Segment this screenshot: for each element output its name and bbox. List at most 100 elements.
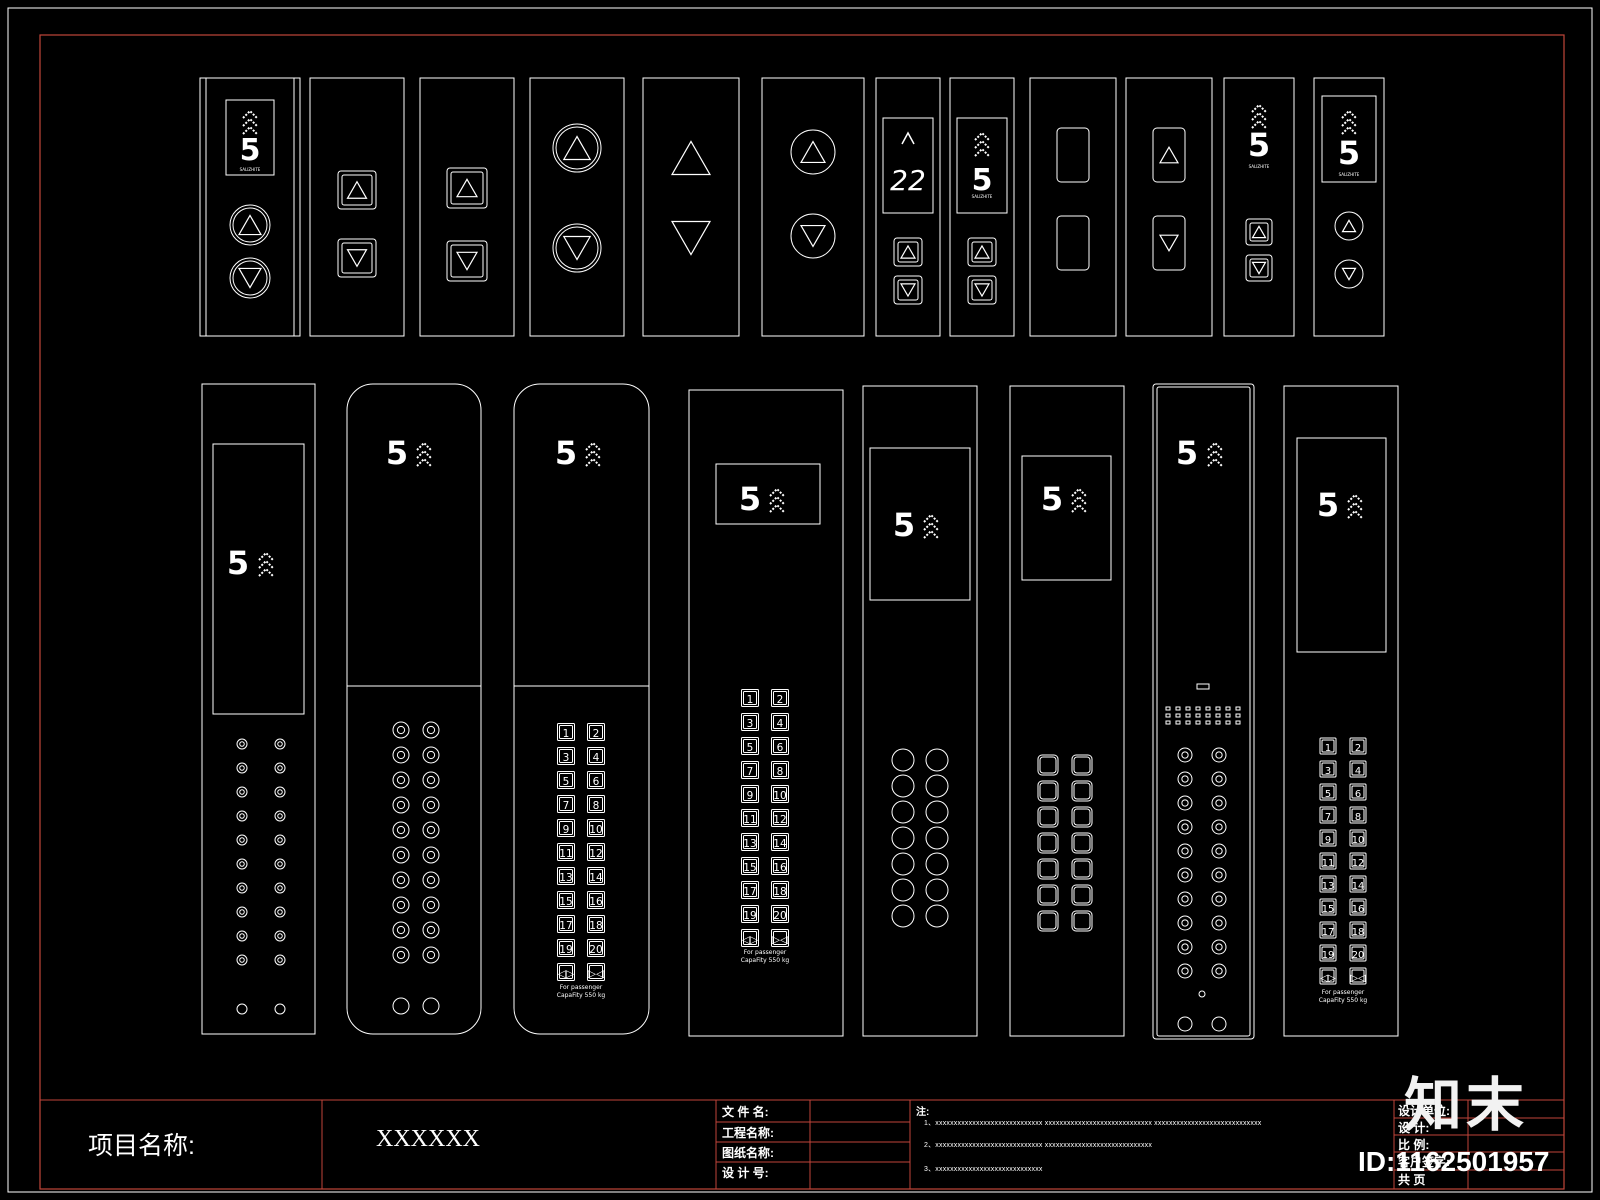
call-button-inner: [971, 279, 993, 301]
car-operating-panel: 5: [1009, 385, 1125, 1037]
chevron-up-icon: [1207, 441, 1223, 467]
keypad-button-inner: [1321, 900, 1335, 914]
keypad-label: ◁▷: [741, 934, 759, 946]
floor-button-center: [239, 909, 245, 915]
keypad-button-inner: [1351, 762, 1365, 776]
indicator-led: [1225, 706, 1231, 711]
door-button: [422, 997, 440, 1015]
call-button-square: [337, 170, 377, 210]
chevron-segment: [974, 147, 990, 157]
keypad-button: [587, 819, 605, 837]
floor-button: [236, 906, 248, 918]
chevron-segment: [416, 441, 432, 451]
up-arrow-icon: [1158, 145, 1180, 164]
indicator-led: [1195, 720, 1201, 725]
floor-button-center: [1215, 895, 1223, 903]
keypad-button-inner: [1321, 739, 1335, 753]
floor-button: [1177, 891, 1193, 907]
keypad-button-inner: [1321, 762, 1335, 776]
keypad-label: 19: [559, 944, 572, 956]
floor-button-inner: [1073, 834, 1091, 852]
floor-button: [236, 834, 248, 846]
chevron-segment: [769, 503, 785, 513]
keypad-button: [557, 843, 575, 861]
floor-button: [1037, 858, 1059, 880]
keypad-button-inner: [1351, 785, 1365, 799]
panel-outline: [761, 77, 865, 337]
keypad-button: [587, 939, 605, 957]
keypad-button: [1349, 829, 1367, 847]
hall-call-panel: [761, 77, 865, 337]
keypad-button-inner: [1321, 969, 1335, 983]
keypad-label: 10: [589, 824, 602, 836]
keypad-button: [557, 915, 575, 933]
panel-outline: [1313, 77, 1385, 337]
floor-button: [236, 762, 248, 774]
floor-button: [392, 721, 410, 739]
floor-button: [392, 796, 410, 814]
floor-button: [925, 826, 949, 850]
keypad-button-inner: [773, 811, 787, 825]
down-arrow-icon: [1251, 261, 1267, 275]
keypad-label: 13: [743, 838, 756, 850]
keypad-label: 16: [589, 896, 603, 908]
down-arrow-icon: [1158, 234, 1180, 253]
field-file-name: 文 件 名:: [722, 1105, 769, 1119]
floor-button-center: [1215, 943, 1223, 951]
indicator-led: [1175, 706, 1181, 711]
floor-button: [1037, 780, 1059, 802]
keypad-label: 20: [1352, 950, 1365, 961]
floor-number: 22: [890, 164, 926, 197]
down-arrow-icon: [899, 283, 917, 298]
floor-button: [422, 946, 440, 964]
keypad-label: 2: [593, 728, 600, 740]
keypad-button: [1349, 783, 1367, 801]
chevron-segment: [923, 521, 939, 531]
floor-button: [274, 930, 286, 942]
capacity-label: For passenger: [560, 984, 603, 991]
keypad-button-inner: [559, 917, 573, 931]
keypad-button-inner: [589, 941, 603, 955]
keypad-button-inner: [559, 749, 573, 763]
keypad-label: 9: [563, 824, 570, 836]
chevron-segment: [242, 117, 258, 127]
floor-button-center: [396, 725, 406, 735]
chevron-segment: [974, 131, 990, 141]
chevron-segment: [769, 487, 785, 497]
display-window: [882, 117, 934, 214]
floor-button: [392, 921, 410, 939]
floor-button: [1211, 915, 1227, 931]
indicator-led: [1175, 713, 1181, 718]
floor-button-center: [239, 789, 245, 795]
chevron-up-icon: [1341, 109, 1357, 135]
display-window: [869, 447, 971, 601]
call-button-rect: [1152, 215, 1186, 271]
note-1: 1、xxxxxxxxxxxxxxxxxxxxxxxxxxxxx xxxxxxxx…: [924, 1120, 1262, 1127]
outer-border: [7, 7, 1593, 1193]
keypad-button-inner: [773, 859, 787, 873]
up-arrow-icon: [237, 214, 263, 236]
hall-call-panel: [529, 77, 625, 337]
keypad-button-inner: [1351, 739, 1365, 753]
keypad-label: 5: [563, 776, 570, 788]
car-operating-panel: 5: [201, 383, 316, 1035]
down-arrow-icon: [1341, 267, 1357, 281]
keypad-label: 3: [1325, 766, 1331, 777]
floor-button-center: [277, 909, 283, 915]
car-operating-panel: 5: [862, 385, 978, 1037]
keypad-button-inner: [1351, 831, 1365, 845]
chevron-segment: [1251, 111, 1267, 121]
keypad-button-inner: [1321, 946, 1335, 960]
keypad-label: 10: [1352, 835, 1365, 846]
keypad-button-inner: [559, 725, 573, 739]
keypad-button: [557, 867, 575, 885]
floor-button-center: [426, 850, 436, 860]
keypad-button-inner: [743, 811, 757, 825]
indicator-led: [1215, 713, 1221, 718]
floor-button: [925, 800, 949, 824]
floor-button: [392, 821, 410, 839]
floor-button: [891, 878, 915, 902]
down-arrow-icon: [237, 267, 263, 289]
call-button-square: [337, 238, 377, 278]
